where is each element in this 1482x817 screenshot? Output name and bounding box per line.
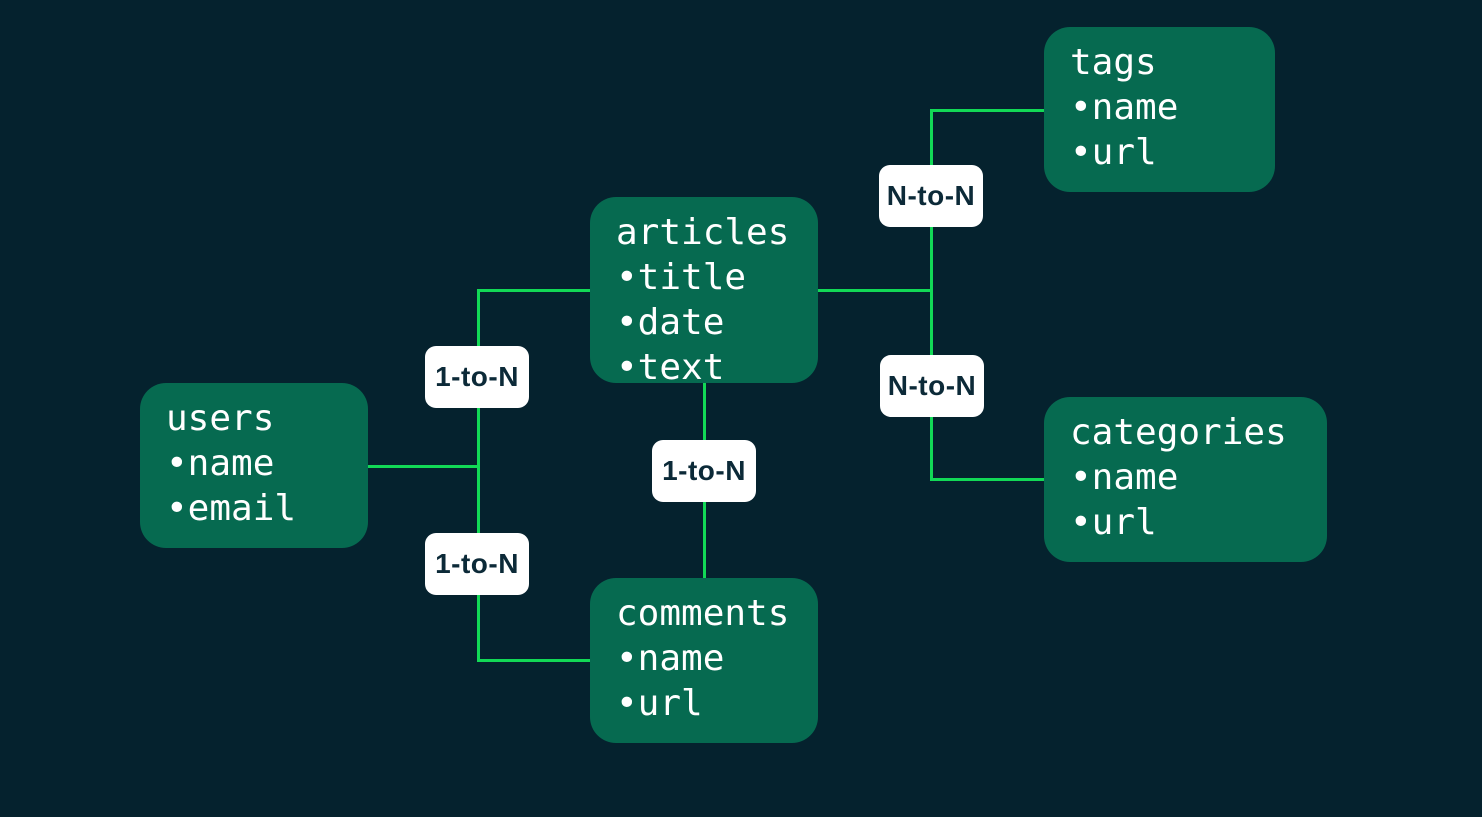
entity-title: tags	[1070, 42, 1157, 83]
entity-attribute: •url	[616, 683, 703, 724]
relation-label-users-articles: 1-to-N	[425, 346, 529, 408]
relation-label-articles-comments: 1-to-N	[652, 440, 756, 502]
entity-title: comments	[616, 593, 790, 634]
entity-articles: articles •title •date •text	[590, 197, 818, 388]
connector-trunk-to-tags	[930, 109, 1045, 112]
entity-attribute: •title	[616, 257, 747, 298]
entity-tags: tags •name •url	[1044, 27, 1275, 192]
connector-left-trunk	[477, 289, 480, 662]
entity-comments: comments •name •url	[590, 578, 818, 743]
entity-attribute: •url	[1070, 132, 1157, 173]
relation-label-articles-categories: N-to-N	[880, 355, 984, 417]
entity-attribute: •name	[1070, 87, 1179, 128]
connector-trunk-to-articles	[477, 289, 591, 292]
relation-label-articles-tags: N-to-N	[879, 165, 983, 227]
entity-categories: categories •name •url	[1044, 397, 1327, 562]
connector-articles-to-trunk	[817, 289, 931, 292]
relation-label-users-comments: 1-to-N	[425, 533, 529, 595]
entity-attribute: •email	[166, 488, 297, 529]
entity-attribute: •date	[616, 302, 725, 343]
entity-title: articles	[616, 212, 790, 253]
entity-users: users •name •email	[140, 383, 368, 548]
connector-users-to-trunk	[366, 465, 478, 468]
entity-attribute: •url	[1070, 502, 1157, 543]
entity-attribute: •name	[1070, 457, 1179, 498]
entity-title: categories	[1070, 412, 1287, 453]
entity-attribute: •name	[616, 638, 725, 679]
connector-right-trunk	[930, 109, 933, 481]
connector-trunk-to-comments	[477, 659, 591, 662]
entity-title: users	[166, 398, 275, 439]
connector-trunk-to-categories	[930, 478, 1045, 481]
entity-attribute: •text	[616, 347, 725, 388]
entity-attribute: •name	[166, 443, 275, 484]
